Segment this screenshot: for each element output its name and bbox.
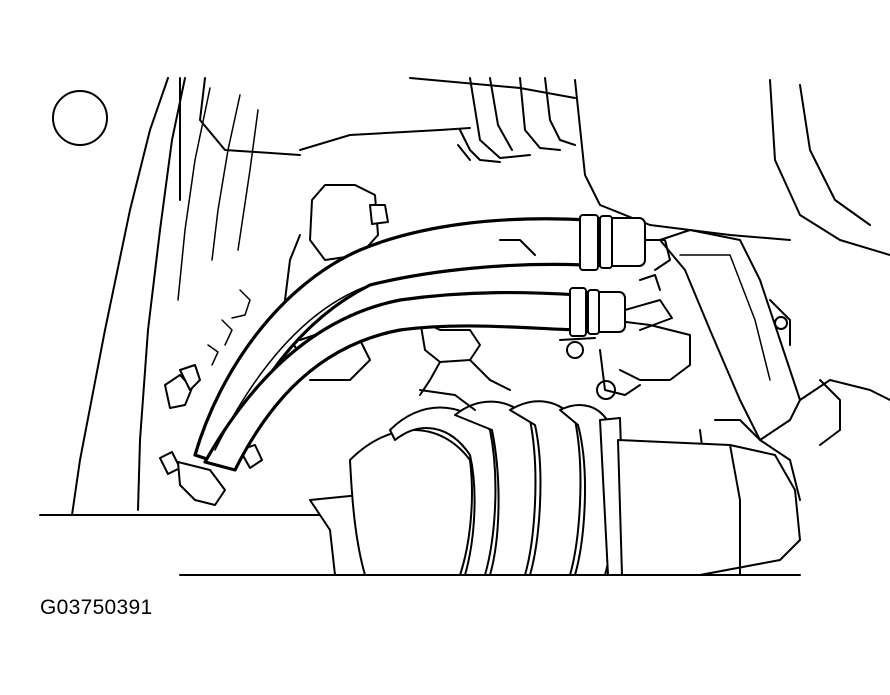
figure-id-label: G03750391 (40, 596, 153, 619)
engine-details (207, 239, 661, 411)
engine-upper (179, 77, 890, 256)
lower-hose-clamp (559, 287, 673, 359)
locator-circle (52, 90, 108, 146)
upper-hose-clamp (579, 214, 671, 271)
hose-clamp-lower (159, 364, 263, 506)
steering-rack-bellows (39, 400, 801, 576)
